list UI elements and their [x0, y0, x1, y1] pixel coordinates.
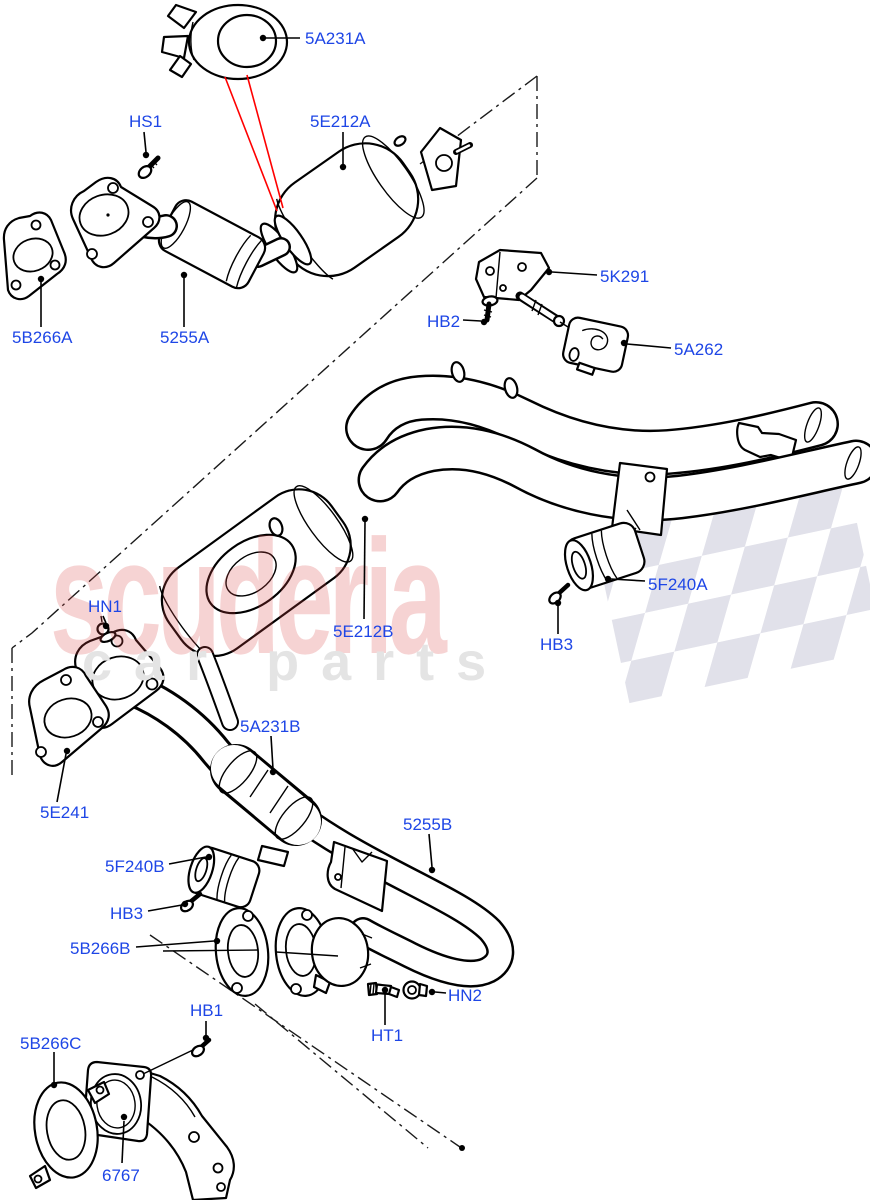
bolt-HB1: [142, 1037, 212, 1075]
leader-dot: [480, 318, 488, 326]
leader-dot: [554, 599, 562, 607]
leader-dot: [361, 515, 369, 523]
part-label-HS1: HS1: [129, 112, 162, 131]
leader-dot: [381, 986, 389, 994]
guard-bracket-5255B: [326, 840, 389, 913]
part-label-HB2: HB2: [427, 312, 460, 331]
gasket-5E241: [28, 665, 110, 767]
part-label-5B266A: 5B266A: [12, 328, 73, 347]
mount-5F240A: [563, 521, 646, 592]
bolt-HB2: [481, 295, 499, 323]
part-label-5A262: 5A262: [674, 340, 723, 359]
gasket-5B266A: [2, 211, 67, 301]
leader-line: [168, 856, 207, 865]
part-label-5E212B: 5E212B: [333, 622, 394, 641]
sleeve-5A231B: [210, 744, 322, 846]
leader-dot: [63, 747, 71, 755]
front-pipes-5E212B: [345, 361, 870, 522]
part-label-5E241: 5E241: [40, 803, 89, 822]
leader-line: [610, 578, 646, 582]
clamp-5A231A: [160, 3, 289, 81]
leader-line: [121, 1120, 125, 1164]
leader-line: [462, 319, 482, 322]
part-label-5F240B: 5F240B: [105, 857, 165, 876]
part-label-5255B: 5255B: [403, 815, 452, 834]
bracket-6767: [136, 1068, 235, 1200]
leader-dot: [428, 866, 436, 874]
part-label-5255A: 5255A: [160, 328, 210, 347]
leader-dot: [620, 339, 628, 347]
leader-dot: [120, 1113, 128, 1121]
leader-line: [270, 735, 274, 770]
leader-dot: [180, 271, 188, 279]
leader-dot: [269, 768, 277, 776]
gasket-5B266C: [28, 1080, 111, 1190]
part-label-5A231A: 5A231A: [305, 29, 366, 48]
leader-dot: [181, 900, 189, 908]
part-label-HN2: HN2: [448, 986, 482, 1005]
part-label-5K291: 5K291: [600, 267, 649, 286]
part-label-5B266C: 5B266C: [20, 1034, 81, 1053]
mount-5A262: [562, 316, 630, 376]
leader-line: [147, 904, 183, 912]
part-label-5A231B: 5A231B: [240, 717, 301, 736]
mount-5F240B: [187, 844, 290, 909]
watermark-tagline-text: car parts: [82, 632, 508, 692]
leader-dot: [205, 853, 213, 861]
checkered-flag-watermark: [593, 477, 870, 704]
leader-dot: [202, 1034, 210, 1042]
stud-HN1: [96, 615, 117, 644]
leader-extension-line: [162, 949, 259, 952]
leader-line: [56, 753, 67, 803]
leader-extension-line: [275, 951, 339, 957]
leader-dot: [545, 268, 553, 276]
leader-dot: [50, 1081, 58, 1089]
part-label-HB3: HB3: [540, 635, 573, 654]
nut-HN2: [402, 980, 429, 1000]
watermark-brand-text: scuderia: [50, 507, 448, 689]
highlight-leader-line: [246, 74, 284, 209]
leader-line: [135, 940, 215, 948]
flange-6767: [82, 1060, 153, 1143]
part-label-HT1: HT1: [371, 1026, 403, 1045]
leader-dot: [142, 151, 150, 159]
leader-dot: [604, 575, 612, 583]
muffler-5E212A: [273, 126, 473, 280]
leader-dot: [428, 988, 436, 996]
gasket-5B266B: [214, 907, 270, 997]
bracket-5K291: [474, 248, 577, 333]
leader-dot: [102, 622, 110, 630]
part-label-HB1: HB1: [190, 1001, 223, 1020]
part-label-6767: 6767: [102, 1166, 140, 1185]
leader-line: [626, 343, 672, 349]
part-label-5F240A: 5F240A: [648, 575, 708, 594]
leader-line: [428, 833, 433, 868]
catalyst-body-tail: [310, 917, 373, 987]
leader-line: [363, 521, 366, 620]
flange-tailpipe: [274, 907, 332, 997]
leader-dot: [339, 163, 347, 171]
leader-line: [102, 615, 107, 624]
leader-line: [434, 991, 447, 994]
part-label-HB3: HB3: [110, 904, 143, 923]
part-label-5E212A: 5E212A: [310, 112, 371, 131]
resonator-5E212B: [158, 485, 354, 662]
leader-line: [143, 131, 147, 153]
flange-5255A: [69, 176, 161, 269]
leader-dot: [37, 275, 45, 283]
hanger-plate-5F240A: [610, 461, 669, 546]
bolt-HS1: [137, 155, 161, 180]
part-label-HN1: HN1: [88, 597, 122, 616]
part-label-5B266B: 5B266B: [70, 939, 131, 958]
leader-dot: [213, 937, 221, 945]
leader-dot: [259, 34, 267, 42]
leader-line: [551, 271, 598, 276]
highlight-leader-line: [224, 76, 278, 212]
